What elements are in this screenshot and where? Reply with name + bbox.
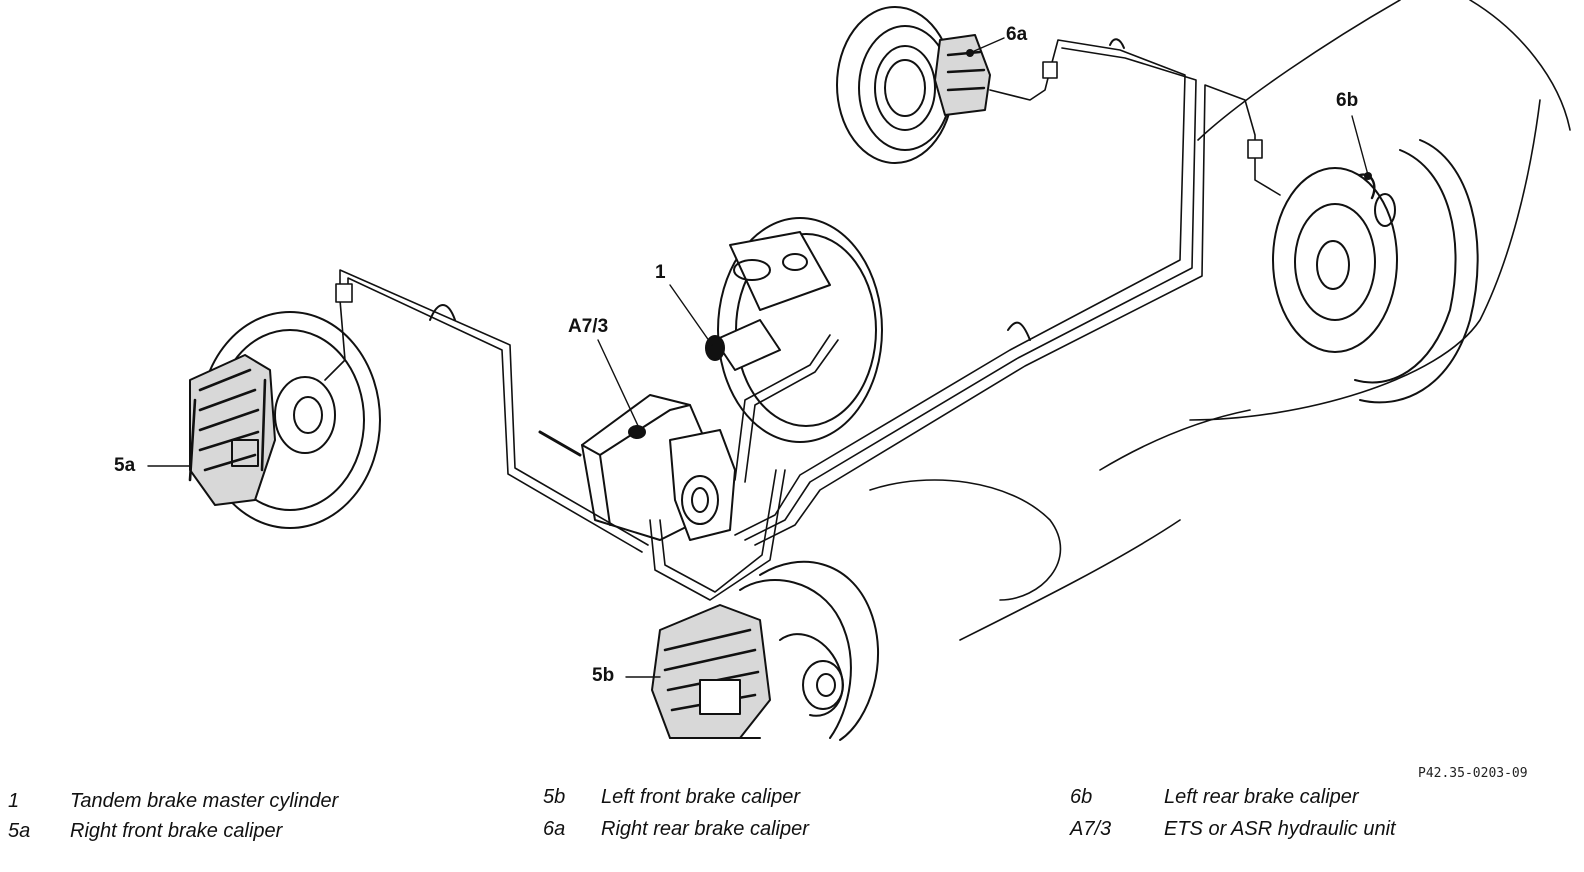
callout-1: 1: [655, 262, 666, 283]
right-front-brake-assembly: [188, 311, 381, 529]
brake-system-drawing: [147, 0, 1571, 741]
master-cylinder-booster: [705, 217, 883, 443]
legend-text: Left rear brake caliper: [1164, 786, 1359, 808]
leader-dots: [966, 49, 1372, 180]
legend-item-5b: 5b Left front brake caliper: [543, 786, 963, 812]
hydraulic-unit: [538, 394, 736, 541]
legend-item-6b: 6b Left rear brake caliper: [1070, 786, 1510, 812]
callout-6b: 6b: [1336, 90, 1359, 111]
callout-5a: 5a: [114, 455, 136, 476]
legend-code: 6b: [1070, 786, 1093, 808]
legend-code: 1: [8, 790, 20, 812]
callout-5b: 5b: [592, 665, 615, 686]
callout-6a: 6a: [1006, 24, 1028, 45]
legend-text: Right rear brake caliper: [601, 818, 809, 840]
legend-text: Right front brake caliper: [70, 820, 283, 842]
legend-item-6a: 6a Right rear brake caliper: [543, 818, 963, 844]
vehicle-body-outline: [869, 0, 1571, 641]
brake-lines: [324, 38, 1281, 601]
legend-code: A7/3: [1070, 818, 1112, 840]
left-front-brake-assembly: [651, 560, 879, 741]
legend-item-5a: 5a Right front brake caliper: [8, 820, 428, 846]
legend-text: ETS or ASR hydraulic unit: [1164, 818, 1396, 840]
legend-code: 6a: [543, 818, 566, 840]
legend-text: Left front brake caliper: [601, 786, 800, 808]
legend-code: 5b: [543, 786, 566, 808]
legend-text: Tandem brake master cylinder: [70, 790, 339, 812]
left-rear-brake-assembly: [1272, 139, 1479, 404]
legend-code: 5a: [8, 820, 31, 842]
callout-a7-3: A7/3: [568, 316, 609, 337]
leader-lines: [147, 37, 1369, 678]
reference-code: P42.35-0203-09: [1418, 766, 1528, 781]
legend-item-1: 1 Tandem brake master cylinder: [8, 790, 428, 816]
legend-item-a7-3: A7/3 ETS or ASR hydraulic unit: [1070, 818, 1510, 844]
right-rear-brake-assembly: [836, 6, 991, 164]
